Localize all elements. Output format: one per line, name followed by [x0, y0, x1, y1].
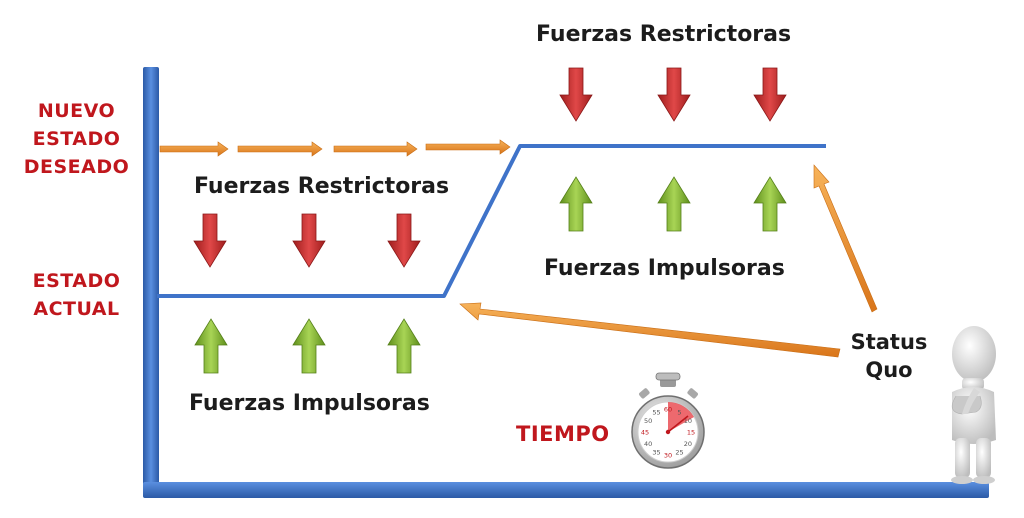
desired-state-line-2: ESTADO — [14, 125, 139, 153]
up-arrow-icon — [658, 177, 690, 231]
orange-arrow-icon — [426, 140, 510, 154]
down-arrow-icon — [293, 214, 325, 267]
current-state-line-1: ESTADO — [14, 267, 139, 295]
vertical-axis — [143, 67, 159, 495]
orange-arrow-icon — [460, 303, 840, 357]
desired-state-dashed-arrows — [160, 140, 510, 156]
horizontal-axis — [143, 482, 989, 498]
up-arrow-icon — [754, 177, 786, 231]
desired-state-label: NUEVO ESTADO DESEADO — [14, 97, 139, 181]
stopwatch-number: 55 — [652, 409, 660, 417]
desired-state-line-3: DESEADO — [14, 153, 139, 181]
status-quo-line-1: Status — [838, 328, 940, 356]
down-arrow-icon — [658, 68, 690, 121]
stopwatch-number: 50 — [644, 417, 652, 425]
driving-forces-left-label: Fuerzas Impulsoras — [189, 391, 430, 416]
top-restrictive-forces — [560, 68, 786, 121]
down-arrow-icon — [388, 214, 420, 267]
restrictive-forces-top-label: Fuerzas Restrictoras — [536, 22, 791, 47]
driving-forces-right-label: Fuerzas Impulsoras — [544, 256, 785, 281]
stopwatch-number: 60 — [664, 406, 672, 414]
up-arrow-icon — [195, 319, 227, 373]
stopwatch-number: 30 — [664, 452, 672, 460]
stopwatch-number: 35 — [652, 448, 660, 456]
stopwatch-number: 25 — [675, 448, 683, 456]
orange-arrow-icon — [814, 165, 877, 312]
stopwatch-number: 40 — [644, 440, 652, 448]
status-quo-label: Status Quo — [838, 328, 940, 384]
orange-arrow-icon — [334, 142, 417, 156]
desired-state-line-1: NUEVO — [14, 97, 139, 125]
time-label: TIEMPO — [516, 420, 610, 448]
up-arrow-icon — [293, 319, 325, 373]
stopwatch-number: 45 — [641, 429, 649, 437]
up-arrow-icon — [388, 319, 420, 373]
up-arrow-icon — [560, 177, 592, 231]
left-restrictive-forces — [194, 214, 420, 267]
current-state-label: ESTADO ACTUAL — [14, 267, 139, 323]
down-arrow-icon — [754, 68, 786, 121]
thinking-figure-icon — [951, 326, 996, 484]
orange-arrow-icon — [160, 142, 228, 156]
left-driving-forces — [195, 319, 420, 373]
status-quo-line-2: Quo — [838, 356, 940, 384]
stopwatch-number: 20 — [684, 440, 692, 448]
restrictive-forces-left-label: Fuerzas Restrictoras — [194, 174, 449, 199]
current-state-line-2: ACTUAL — [14, 295, 139, 323]
orange-arrow-icon — [238, 142, 322, 156]
down-arrow-icon — [194, 214, 226, 267]
stopwatch-number: 15 — [687, 429, 695, 437]
stopwatch-number: 5 — [677, 409, 681, 417]
down-arrow-icon — [560, 68, 592, 121]
top-driving-forces — [560, 177, 786, 231]
